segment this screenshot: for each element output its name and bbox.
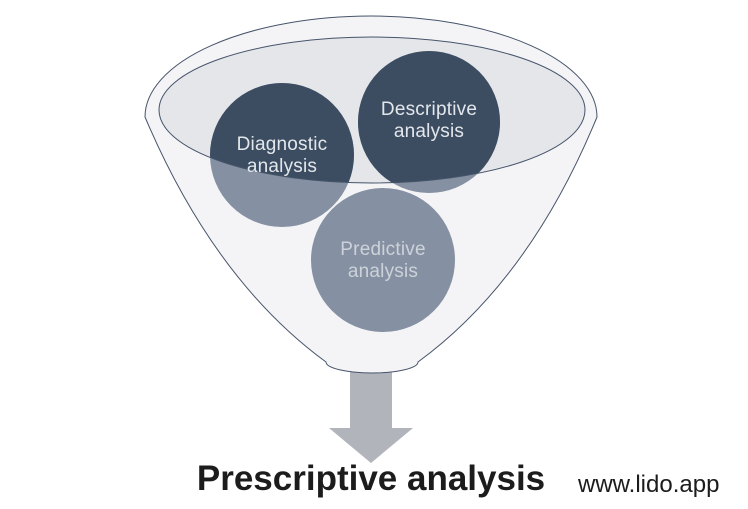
circle-descriptive-dark (358, 51, 500, 183)
circle-predictive (311, 188, 455, 332)
prescriptive-analysis-title: Prescriptive analysis (196, 459, 546, 498)
circle-label-predictive: Predictive analysis (340, 239, 425, 283)
watermark-url: www.lido.app (578, 471, 720, 498)
funnel-mouth-outline (158, 36, 586, 184)
circle-label-line: Diagnostic (236, 134, 328, 155)
circle-label-line: analysis (246, 156, 318, 177)
circle-label-line: Descriptive (380, 99, 478, 120)
circle-label-line: analysis (393, 121, 465, 142)
circle-label-diagnostic: Diagnostic analysis (237, 134, 328, 178)
circle-label-line: Predictive (340, 239, 426, 260)
down-arrow-icon (329, 356, 413, 463)
circle-diagnostic-dark (210, 83, 354, 183)
circles-dark-overlay (210, 51, 500, 183)
circle-label-line: analysis (347, 261, 419, 282)
circle-label-descriptive: Descriptive analysis (381, 99, 477, 143)
